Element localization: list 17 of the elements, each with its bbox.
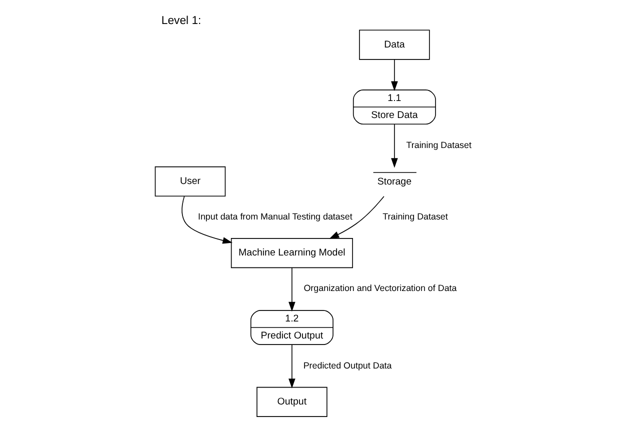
diagram-title: Level 1: — [161, 14, 202, 27]
node-box: User — [154, 166, 226, 196]
arrow — [288, 268, 296, 312]
arrow — [288, 344, 296, 388]
arrow — [391, 59, 398, 92]
node-box: Data — [359, 30, 430, 60]
edge-label: Training Dataset — [382, 212, 448, 222]
arrow — [182, 196, 232, 244]
node-text: Storage — [377, 176, 412, 188]
edge-label: Predicted Output Data — [303, 360, 392, 370]
node-box: Output — [256, 386, 328, 417]
arrow — [391, 124, 398, 168]
node-box: Machine Learning Model — [230, 238, 353, 268]
edge-label: Organization and Vectorization of Data — [304, 283, 457, 294]
arrow — [329, 196, 384, 239]
edge-label: Input data from Manual Testing dataset — [198, 212, 352, 222]
edge-label: Training Dataset — [406, 140, 472, 150]
